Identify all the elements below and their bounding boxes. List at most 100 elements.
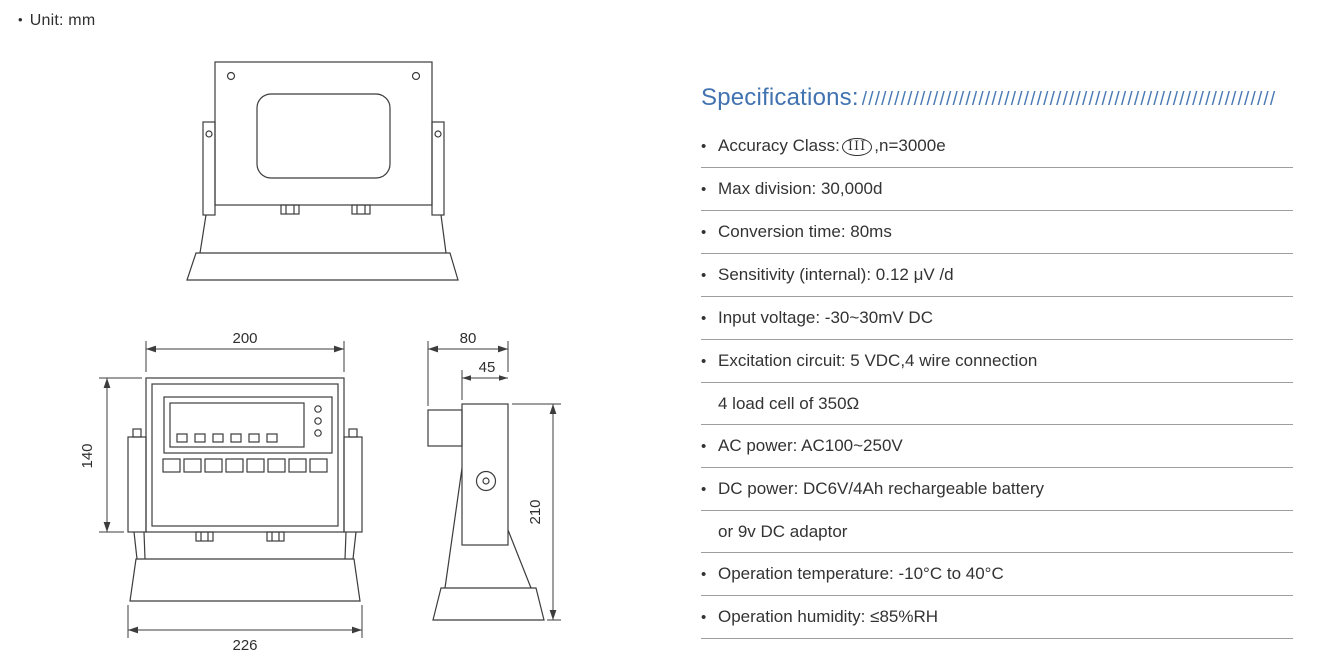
dimension-lines	[99, 341, 561, 638]
dim-side-depth: 80	[460, 330, 477, 347]
spec-text: AC power: AC100~250V	[718, 436, 903, 455]
spec-text: DC power: DC6V/4Ah rechargeable battery	[718, 479, 1044, 498]
base-plate	[129, 558, 361, 602]
dimension-labels: 200 140 226 80 45 210	[79, 330, 544, 654]
connector-tab	[195, 531, 214, 542]
annunciator	[176, 433, 188, 443]
annunciator	[266, 433, 278, 443]
screw-icon	[411, 71, 421, 81]
spec-text: Operation humidity: ≤85%RH	[718, 607, 939, 626]
technical-drawings: 200 140 226 80 45 210	[79, 61, 561, 654]
screw-icon	[205, 130, 213, 138]
connector-tab	[266, 531, 285, 542]
bullet: •	[701, 566, 707, 583]
screw-icon	[434, 130, 442, 138]
side-bracket	[343, 436, 363, 533]
specifications-header: Specifications: ////////////////////////…	[701, 84, 1293, 112]
base-plate	[432, 587, 545, 621]
side-view-drawing	[427, 403, 545, 621]
spec-text: or 9v DC adaptor	[718, 522, 848, 541]
display-recess	[163, 396, 333, 454]
spec-row-operation-temperature: • Operation temperature: -10°C to 40°C	[701, 553, 1293, 596]
accuracy-suffix: ,n=3000e	[874, 136, 946, 155]
specifications-title: Specifications:	[701, 84, 859, 111]
connector-tab	[280, 204, 300, 215]
key-button	[225, 458, 244, 473]
bracket-knob	[348, 428, 358, 438]
spec-row-excitation-continued: 4 load cell of 350Ω	[701, 383, 1293, 425]
spec-row-operation-humidity: • Operation humidity: ≤85%RH	[701, 596, 1293, 639]
dim-side-height: 210	[527, 499, 544, 524]
spec-row-dc-power-continued: or 9v DC adaptor	[701, 511, 1293, 553]
spec-row-ac-power: • AC power: AC100~250V	[701, 425, 1293, 468]
connector-tab	[351, 204, 371, 215]
spec-text: Excitation circuit: 5 VDC,4 wire connect…	[718, 351, 1038, 370]
bracket-wing	[427, 409, 463, 447]
spec-row-sensitivity: • Sensitivity (internal): 0.12 μV /d	[701, 254, 1293, 297]
dim-side-inner-depth: 45	[479, 359, 496, 376]
key-button	[246, 458, 265, 473]
front-view-drawing	[127, 377, 363, 602]
bullet: •	[701, 267, 707, 284]
spec-text: Accuracy Class:III,n=3000e	[718, 135, 946, 156]
dimension-arrows	[103, 345, 557, 634]
body-profile	[461, 403, 509, 546]
spec-text: 4 load cell of 350Ω	[718, 394, 860, 413]
display-opening	[256, 93, 391, 179]
bullet: •	[701, 138, 707, 155]
spec-row-conversion-time: • Conversion time: 80ms	[701, 211, 1293, 254]
annunciator	[230, 433, 242, 443]
housing-outline	[214, 61, 433, 206]
dim-front-height: 140	[79, 443, 96, 468]
pivot-bolt	[475, 470, 497, 492]
base-plate	[186, 252, 459, 281]
bullet: •	[701, 353, 707, 370]
bullet: •	[701, 609, 707, 626]
spec-row-input-voltage: • Input voltage: -30~30mV DC	[701, 297, 1293, 340]
bracket-wing	[202, 121, 216, 216]
bracket-knob	[132, 428, 142, 438]
key-button	[183, 458, 202, 473]
key-button	[204, 458, 223, 473]
bracket-wing	[431, 121, 445, 216]
led-indicator	[314, 417, 322, 425]
accuracy-prefix: Accuracy Class:	[718, 136, 840, 155]
display-window	[169, 402, 305, 448]
spec-row-dc-power: • DC power: DC6V/4Ah rechargeable batter…	[701, 468, 1293, 511]
accuracy-class-badge: III	[841, 137, 873, 156]
side-bracket	[127, 436, 147, 533]
bullet: •	[701, 481, 707, 498]
annunciator	[248, 433, 260, 443]
spec-row-excitation-circuit: • Excitation circuit: 5 VDC,4 wire conne…	[701, 340, 1293, 383]
key-button	[267, 458, 286, 473]
spec-text: Operation temperature: -10°C to 40°C	[718, 564, 1004, 583]
bullet: •	[701, 310, 707, 327]
key-button	[288, 458, 307, 473]
decorative-slashes: ////////////////////////////////////////…	[861, 89, 1277, 110]
bullet: •	[701, 224, 707, 241]
panel-outline	[145, 377, 345, 533]
panel-face	[151, 383, 339, 527]
spec-row-max-division: • Max division: 30,000d	[701, 168, 1293, 211]
bullet: •	[701, 181, 707, 198]
spec-text: Conversion time: 80ms	[718, 222, 892, 241]
led-indicator	[314, 405, 322, 413]
annunciator	[194, 433, 206, 443]
unit-note: • Unit: mm	[18, 12, 95, 30]
spec-text: Max division: 30,000d	[718, 179, 883, 198]
bullet: •	[701, 438, 707, 455]
top-view-drawing	[186, 61, 459, 281]
dim-base-width: 226	[232, 637, 257, 654]
spec-text: Input voltage: -30~30mV DC	[718, 308, 933, 327]
led-indicator	[314, 429, 322, 437]
unit-note-text: Unit: mm	[29, 12, 96, 29]
key-button	[162, 458, 181, 473]
spec-text: Sensitivity (internal): 0.12 μV /d	[718, 265, 954, 284]
spec-row-accuracy-class: • Accuracy Class:III,n=3000e	[701, 125, 1293, 168]
screw-icon	[226, 71, 236, 81]
pivot-bolt-center	[482, 477, 490, 485]
specifications-panel: Specifications: ////////////////////////…	[701, 84, 1293, 639]
bullet: •	[18, 12, 23, 27]
dim-front-width: 200	[232, 330, 257, 347]
annunciator	[212, 433, 224, 443]
